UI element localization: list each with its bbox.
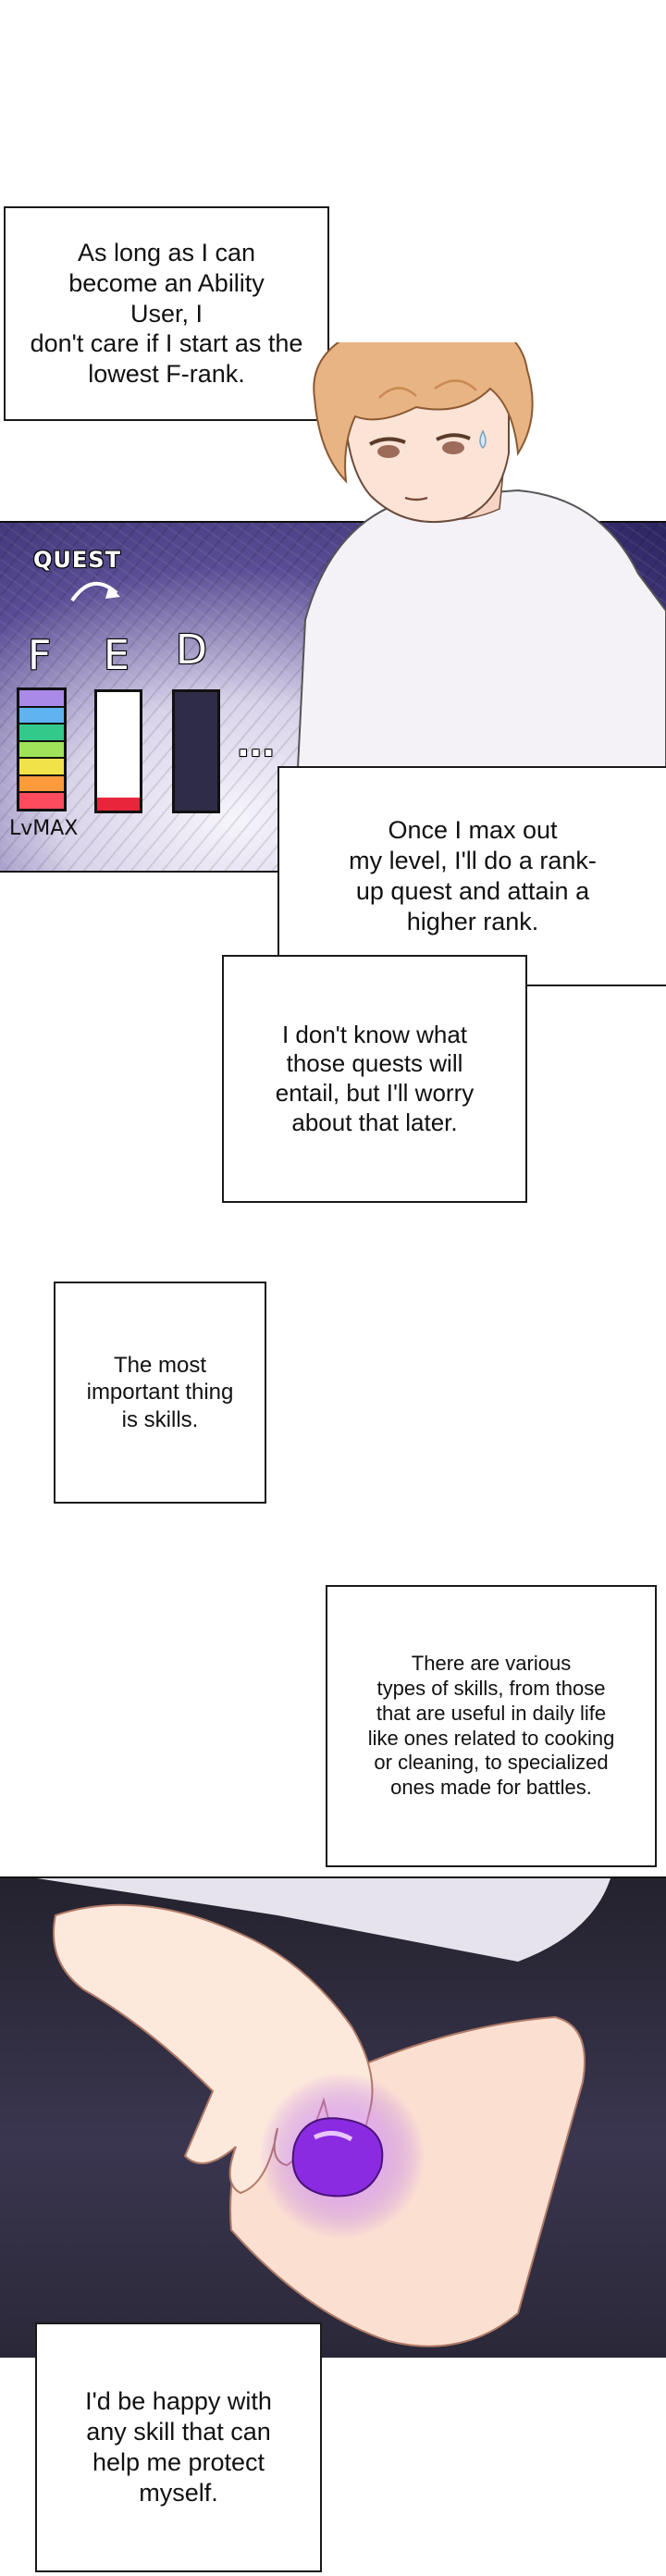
caption-ability-user-text: As long as I can become an Ability User,… bbox=[30, 238, 303, 389]
quest-label: QUEST bbox=[33, 547, 121, 573]
quest-arrow-icon bbox=[70, 581, 120, 602]
caption-quests-later-text: I don't know what those quests will enta… bbox=[275, 1020, 475, 1136]
meter-f-segment bbox=[19, 775, 64, 794]
caption-max-level-text: Once I max out my level, I'll do a rank-… bbox=[349, 816, 597, 935]
hands-gem-panel bbox=[0, 1876, 666, 2358]
meter-f-segment bbox=[19, 741, 64, 760]
rank-e-label: E bbox=[104, 632, 130, 679]
meter-f-segment bbox=[19, 690, 64, 708]
rank-d-label: D bbox=[176, 626, 207, 674]
meter-f-segment bbox=[19, 724, 64, 742]
meter-e-fill bbox=[97, 798, 140, 811]
meter-f-segment bbox=[19, 759, 64, 776]
caption-skills-important-text: The most important thing is skills. bbox=[86, 1353, 234, 1432]
caption-protect-myself-text: I'd be happy with any skill that can hel… bbox=[85, 2387, 272, 2507]
rank-d-meter bbox=[172, 689, 220, 813]
character-illustration bbox=[294, 342, 666, 805]
rank-f-meter bbox=[17, 687, 67, 811]
caption-protect-myself: I'd be happy with any skill that can hel… bbox=[35, 2322, 322, 2572]
meter-f-segment bbox=[19, 793, 64, 810]
rank-e-meter bbox=[94, 689, 142, 813]
caption-quests-later: I don't know what those quests will enta… bbox=[222, 955, 527, 1203]
caption-skills-important: The most important thing is skills. bbox=[54, 1282, 266, 1504]
caption-skill-types: There are various types of skills, from … bbox=[326, 1585, 657, 1867]
ellipsis-mark: ... bbox=[237, 726, 276, 764]
hands-illustration bbox=[37, 1878, 610, 2347]
caption-ability-user: As long as I can become an Ability User,… bbox=[4, 206, 329, 421]
rank-f-label: F bbox=[28, 632, 52, 679]
meter-f-segment bbox=[19, 707, 64, 725]
caption-skill-types-text: There are various types of skills, from … bbox=[367, 1652, 615, 1800]
caption-max-level: Once I max out my level, I'll do a rank-… bbox=[278, 766, 666, 986]
level-max-label: LvMAX bbox=[9, 817, 79, 840]
